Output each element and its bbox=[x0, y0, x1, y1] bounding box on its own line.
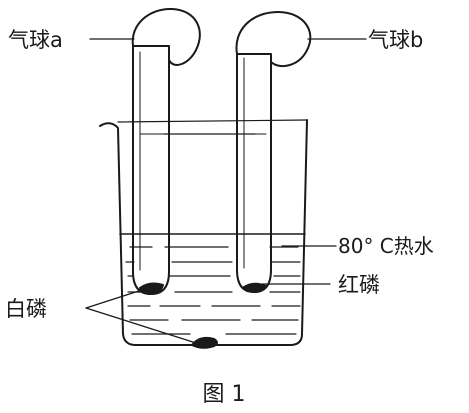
test-tube-a bbox=[132, 41, 170, 295]
balloon-b bbox=[235, 11, 312, 68]
label-white-phosphorus: 白磷 bbox=[5, 297, 47, 321]
label-red-phosphorus: 红磷 bbox=[338, 273, 380, 297]
white-phosphorus-in-tube bbox=[139, 282, 164, 295]
beaker-rim-line bbox=[117, 119, 307, 123]
label-balloon-a: 气球a bbox=[8, 28, 63, 52]
leader-white-phosphorus-2 bbox=[85, 307, 197, 344]
leader-white-phosphorus-1 bbox=[85, 287, 149, 309]
figure-caption: 图 1 bbox=[203, 382, 246, 407]
white-phosphorus-in-water bbox=[191, 336, 218, 349]
water-lines bbox=[125, 246, 301, 335]
label-hot-water: 80° C热水 bbox=[338, 234, 434, 258]
test-tube-b bbox=[236, 49, 272, 293]
balloon-a bbox=[131, 7, 201, 66]
label-balloon-b: 气球b bbox=[368, 28, 423, 52]
beaker-outline bbox=[99, 119, 308, 346]
red-phosphorus-in-tube bbox=[243, 282, 267, 293]
